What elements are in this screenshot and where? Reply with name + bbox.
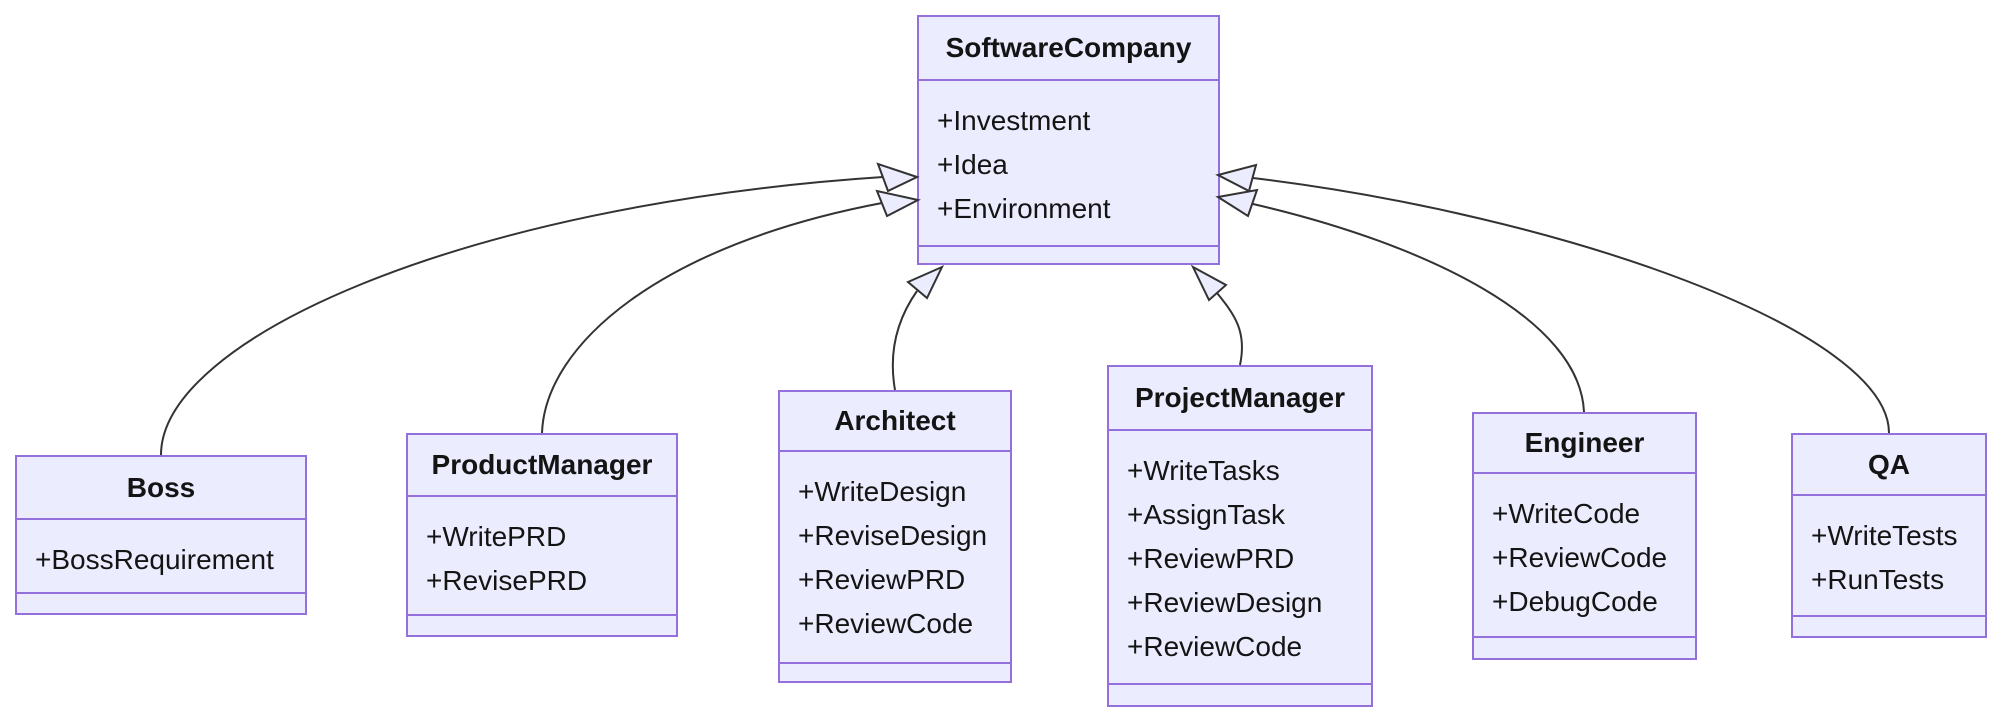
class-attributes-section: +BossRequirement — [17, 518, 305, 594]
class-attribute: +WriteCode — [1492, 498, 1641, 529]
inheritance-arrowhead-icon — [875, 189, 921, 218]
class-attribute: +ReviewPRD — [1127, 543, 1295, 574]
class-title: SoftwareCompany — [945, 32, 1192, 63]
class-title: ProductManager — [431, 449, 653, 480]
class-attribute: +WriteTests — [1811, 520, 1958, 551]
inheritance-edge-projectmanager-to-softwarecompany — [1216, 292, 1244, 366]
inheritance-arrowhead-icon — [876, 162, 920, 193]
class-attribute: +WriteDesign — [798, 476, 967, 507]
inheritance-edge-architect-to-softwarecompany — [891, 290, 918, 391]
class-title: ProjectManager — [1134, 382, 1346, 413]
class-attribute: +ReviewPRD — [798, 564, 966, 595]
class-attribute: +ReviewCode — [1127, 631, 1303, 662]
class-node-qa: QA +WriteTests +RunTests — [1791, 433, 1987, 638]
class-attribute: +RunTests — [1811, 564, 1945, 595]
class-attributes-section: +WriteTests +RunTests — [1793, 494, 1985, 617]
class-attribute: +WritePRD — [426, 521, 567, 552]
inheritance-arrowhead-icon — [1215, 163, 1258, 193]
inheritance-arrowhead-icon — [906, 264, 945, 300]
class-attribute: +RevisePRD — [426, 565, 588, 596]
class-attribute: +BossRequirement — [35, 544, 274, 575]
class-attributes-section: +Investment +Idea +Environment — [919, 79, 1218, 247]
class-methods-section-empty — [1109, 685, 1371, 705]
class-methods-section-empty — [1474, 638, 1695, 658]
class-attribute: +ReviseDesign — [798, 520, 988, 551]
class-attribute: +ReviewCode — [1492, 542, 1668, 573]
class-attribute: +AssignTask — [1127, 499, 1285, 530]
class-attribute: +Idea — [937, 149, 1008, 180]
class-methods-section-empty — [17, 594, 305, 613]
class-node-softwarecompany: SoftwareCompany +Investment +Idea +Environm… — [917, 15, 1220, 265]
inheritance-arrowhead-icon — [1215, 188, 1259, 218]
class-node-architect: Architect +WriteDesign +ReviseDesign +Revie… — [778, 390, 1012, 683]
class-node-projectmanager: ProjectManager +WriteTasks +AssignTask +Rev… — [1107, 365, 1373, 707]
class-attribute: +ReviewDesign — [1127, 587, 1323, 618]
class-attribute: +WriteTasks — [1127, 455, 1280, 486]
class-attributes-section: +WriteDesign +ReviseDesign +ReviewPRD +Revi… — [780, 450, 1010, 664]
class-methods-section-empty — [1793, 617, 1985, 636]
class-node-engineer: Engineer +WriteCode +ReviewCode +DebugCode — [1472, 412, 1697, 660]
class-node-boss: Boss +BossRequirement — [15, 455, 307, 615]
class-attribute: +ReviewCode — [798, 608, 974, 639]
class-attributes-section: +WriteCode +ReviewCode +DebugCode — [1474, 472, 1695, 638]
class-methods-section-empty — [919, 247, 1218, 263]
inheritance-arrowhead-icon — [1190, 264, 1228, 302]
class-attribute: +Environment — [937, 193, 1111, 224]
class-title: Engineer — [1524, 427, 1645, 458]
class-title: Boss — [126, 471, 196, 503]
class-methods-section-empty — [408, 616, 676, 635]
class-title: QA — [1868, 448, 1910, 480]
class-attribute: +Investment — [937, 105, 1091, 136]
class-attributes-section: +WriteTasks +AssignTask +ReviewPRD +ReviewD… — [1109, 429, 1371, 685]
class-attributes-section: +WritePRD +RevisePRD — [408, 495, 676, 616]
class-title: Architect — [834, 405, 956, 436]
class-attribute: +DebugCode — [1492, 586, 1658, 617]
class-methods-section-empty — [780, 664, 1010, 681]
class-node-productmanager: ProductManager +WritePRD +RevisePRD — [406, 433, 678, 637]
inheritance-edge-boss-to-softwarecompany — [160, 176, 884, 456]
